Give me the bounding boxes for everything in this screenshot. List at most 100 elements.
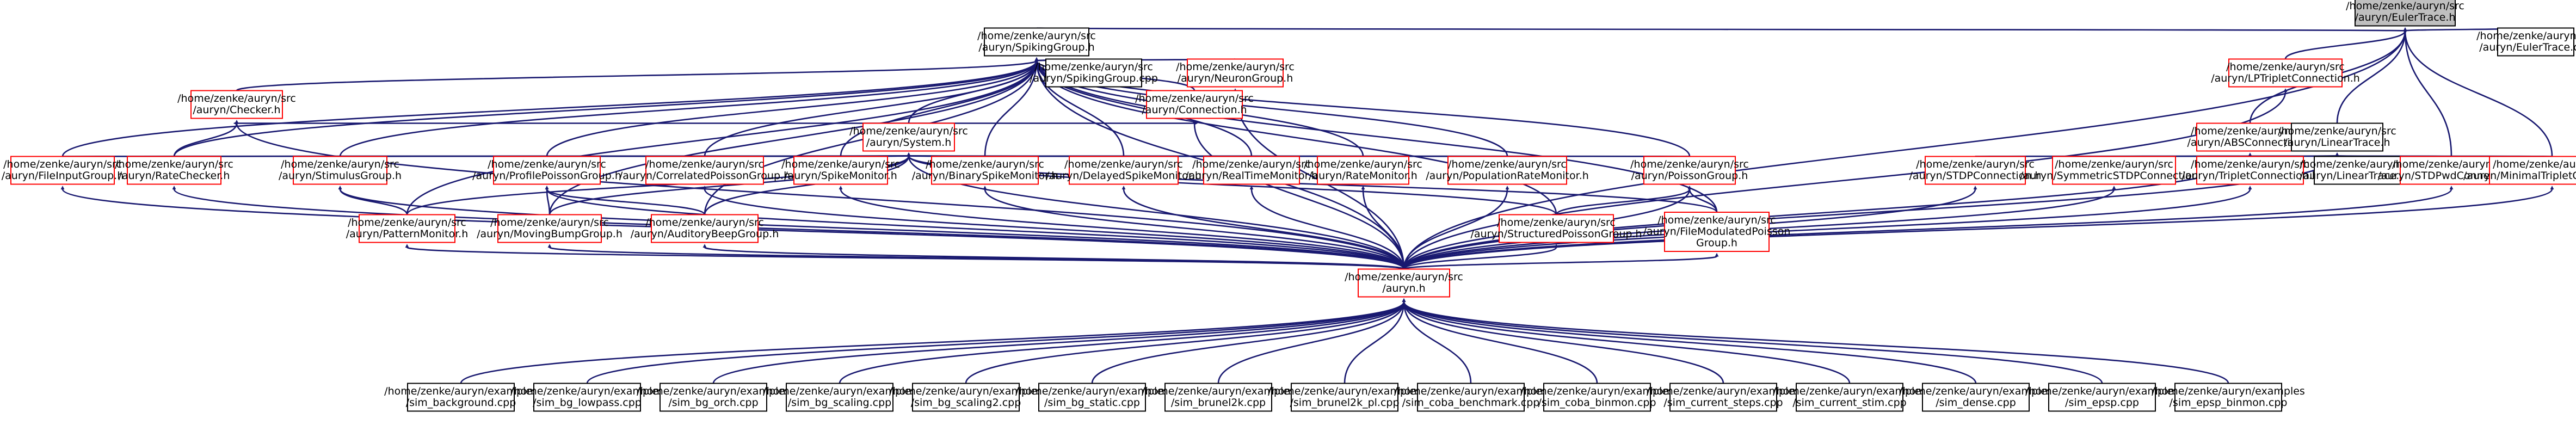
node-label-line: /sim_bg_lowpass.cpp [533, 397, 642, 409]
node-label-line: /home/zenke/auryn/src [2191, 158, 2309, 170]
node-label-line: /sim_dense.cpp [1936, 397, 2016, 409]
edge-n_root-to-n_lptriplet_h [2284, 27, 2407, 60]
edge-n_stimulus_h-to-n_pattern_h [338, 186, 408, 215]
node-layer: /home/zenke/auryn/src/auryn/EulerTrace.h… [2, 0, 2576, 412]
node-n_neurongroup_h[interactable]: /home/zenke/auryn/src/auryn/NeuronGroup.… [1176, 58, 1295, 88]
edge-n_auryn_h-to-n_ex_coba_binmon [1402, 298, 1598, 384]
node-n_checker_h[interactable]: /home/zenke/auryn/src/auryn/Checker.h [177, 90, 296, 119]
node-n_filemodpoisson_h[interactable]: /home/zenke/auryn/src/auryn/FileModulate… [1643, 212, 1791, 252]
node-label-line: /home/zenke/auryn/examples [637, 385, 790, 397]
edge-n_ratechecker_h-to-n_auryn_h [172, 186, 1405, 269]
node-n_abs_h[interactable]: /home/zenke/auryn/src/auryn/ABSConnectio… [2187, 122, 2313, 152]
node-label-line: /home/zenke/auryn/src [645, 217, 764, 229]
node-n_ex_bg_lowpass[interactable]: /home/zenke/auryn/examples/sim_bg_lowpas… [510, 383, 664, 412]
node-n_ex_bg_scaling2[interactable]: /home/zenke/auryn/examples/sim_bg_scalin… [889, 383, 1043, 412]
node-n_realtime_h[interactable]: /home/zenke/auryn/src/auryn/RealTimeMoni… [1185, 156, 1318, 185]
node-label-line: /home/zenke/auryn/src [490, 217, 609, 229]
node-n_eulertrace_cpp[interactable]: /home/zenke/auryn/src/auryn/EulerTrace.c… [2476, 27, 2576, 57]
node-n_ex_bg_orch[interactable]: /home/zenke/auryn/examples/sim_bg_orch.c… [637, 383, 790, 412]
node-n_pattern_h[interactable]: /home/zenke/auryn/src/auryn/PatternMonit… [346, 214, 469, 243]
node-label-line: /home/zenke/auryn/src [849, 125, 968, 137]
node-n_lptriplet_h[interactable]: /home/zenke/auryn/src/auryn/LPTripletCon… [2211, 58, 2360, 88]
node-n_ex_current_steps[interactable]: /home/zenke/auryn/examples/sim_current_s… [1647, 383, 1800, 412]
node-label-line: /home/zenke/auryn/src [281, 158, 399, 170]
node-box [1038, 383, 1146, 412]
edge-n_binaryspike_h-to-n_auryn_h [983, 186, 1405, 269]
node-label-line: /auryn/CorrelatedPoissonGroup.h [619, 170, 790, 182]
edge-n_auryn_h-to-n_ex_bg_lowpass [586, 298, 1406, 384]
node-n_ex_brunel2k_pl[interactable]: /home/zenke/auryn/examples/sim_brunel2k_… [1268, 383, 1421, 412]
node-label-line: /auryn/System.h [866, 137, 952, 149]
node-n_ex_epsp_binmon[interactable]: /home/zenke/auryn/examples/sim_epsp_binm… [2152, 383, 2305, 412]
node-n_connection_h[interactable]: /home/zenke/auryn/src/auryn/Connection.h [1135, 90, 1254, 119]
node-label-line: /home/zenke/auryn/src [2055, 158, 2173, 170]
node-n_system_h[interactable]: /home/zenke/auryn/src/auryn/System.h [849, 122, 968, 152]
node-label-line: /home/zenke/auryn/src [1497, 217, 1616, 229]
edge-n_delayedspike_h-to-n_auryn_h [1121, 186, 1405, 269]
edge-n_auryn_h-to-n_ex_background [460, 298, 1406, 384]
node-n_auditorybeep_h[interactable]: /home/zenke/auryn/src/auryn/AuditoryBeep… [631, 214, 779, 243]
node-n_ratechecker_h[interactable]: /home/zenke/auryn/src/auryn/RateChecker.… [115, 156, 233, 185]
node-label-line: /home/zenke/auryn/src [926, 158, 1044, 170]
node-box [862, 122, 955, 152]
node-n_ex_epsp[interactable]: /home/zenke/auryn/examples/sim_epsp.cpp [2025, 383, 2179, 412]
edge-n_auryn_h-to-n_ex_bg_static [1091, 298, 1406, 384]
node-n_lineartrace_h[interactable]: /home/zenke/auryn/src/auryn/LinearTrace.… [2278, 122, 2396, 152]
node-n_ratemonitor_h[interactable]: /home/zenke/auryn/src/auryn/RateMonitor.… [1304, 156, 1422, 185]
node-box [1664, 212, 1770, 252]
node-box [2228, 58, 2343, 88]
node-label-line: /sim_bg_static.cpp [1044, 397, 1140, 409]
node-n_mintriplet_h[interactable]: /home/zenke/auryn/src/auryn/MinimalTripl… [2463, 156, 2576, 185]
node-n_ex_coba_benchmark[interactable]: /home/zenke/auryn/examples/sim_coba_benc… [1394, 383, 1548, 412]
node-n_stimulus_h[interactable]: /home/zenke/auryn/src/auryn/StimulusGrou… [279, 156, 402, 185]
node-label-line: /sim_bg_scaling2.cpp [911, 397, 1021, 409]
node-box [2196, 156, 2304, 185]
node-n_spikemonitor_h[interactable]: /home/zenke/auryn/src/auryn/SpikeMonitor… [781, 156, 900, 185]
node-box [1499, 214, 1614, 243]
edge-n_root-to-n_lineartrace_h [2336, 27, 2407, 124]
node-box [2196, 122, 2304, 152]
node-n_ex_brunel2k[interactable]: /home/zenke/auryn/examples/sim_brunel2k.… [1142, 383, 1295, 412]
edge-n_poissongroup_h-to-n_structpoisson_h [1555, 186, 1692, 215]
node-n_ex_bg_scaling[interactable]: /home/zenke/auryn/examples/sim_bg_scalin… [763, 383, 916, 412]
node-label-line: /sim_brunel2k_pl.cpp [1290, 397, 1399, 409]
node-label-line: /home/zenke/auryn/src [2346, 0, 2464, 12]
node-n_ex_coba_binmon[interactable]: /home/zenke/auryn/examples/sim_coba_binm… [1520, 383, 1674, 412]
node-n_ex_current_stim[interactable]: /home/zenke/auryn/examples/sim_current_s… [1773, 383, 1926, 412]
node-label-line: /auryn/StimulusGroup.h [279, 170, 402, 182]
node-box [1669, 383, 1777, 412]
node-n_lineartrace_cpp[interactable]: /home/zenke/auryn/src/auryn/LinearTrace.… [2300, 156, 2418, 185]
node-label-line: /home/zenke/auryn/examples [1647, 385, 1800, 397]
node-n_spikinggroup_h[interactable]: /home/zenke/auryn/src/auryn/SpikingGroup… [977, 27, 1096, 57]
node-n_triplet_h[interactable]: /home/zenke/auryn/src/auryn/TripletConne… [2181, 156, 2319, 185]
node-n_stdpconn_h[interactable]: /home/zenke/auryn/src/auryn/STDPConnecti… [1909, 156, 2042, 185]
node-n_movingbump_h[interactable]: /home/zenke/auryn/src/auryn/MovingBumpGr… [477, 214, 623, 243]
node-n_popratemonitor_h[interactable]: /home/zenke/auryn/src/auryn/PopulationRa… [1426, 156, 1589, 185]
node-n_fileinput_h[interactable]: /home/zenke/auryn/src/auryn/FileInputGro… [2, 156, 124, 185]
node-label-line: /auryn/SpikingGroup.cpp [1030, 72, 1158, 84]
node-n_ex_bg_static[interactable]: /home/zenke/auryn/examples/sim_bg_static… [1015, 383, 1169, 412]
edge-n_auryn_h-to-n_ex_epsp_binmon [1402, 298, 2229, 384]
node-n_profilepoisson_h[interactable]: /home/zenke/auryn/src/auryn/ProfilePoiss… [472, 156, 621, 185]
node-n_delayedspike_h[interactable]: /home/zenke/auryn/src/auryn/DelayedSpike… [1046, 156, 1201, 185]
node-n_symstdp_h[interactable]: /home/zenke/auryn/src/auryn/SymmetricSTD… [2020, 156, 2208, 185]
node-n_poissongroup_h[interactable]: /home/zenke/auryn/src/auryn/PoissonGroup… [1630, 156, 1749, 185]
node-n_root[interactable]: /home/zenke/auryn/src/auryn/EulerTrace.h [2346, 0, 2464, 27]
edge-n_spikinggroup_h-to-n_pattern_h [406, 57, 1039, 215]
node-n_auryn_h[interactable]: /home/zenke/auryn/src/auryn.h [1345, 268, 1463, 298]
node-label-line: /sim_background.cpp [406, 397, 516, 409]
node-label-line: /auryn/SpikeMonitor.h [784, 170, 897, 182]
node-n_ex_background[interactable]: /home/zenke/auryn/examples/sim_backgroun… [384, 383, 538, 412]
edge-n_triplet_h-to-n_auryn_h [1403, 186, 2252, 269]
node-n_stdpwd_h[interactable]: /home/zenke/auryn/src/auryn/STDPwdConnec… [2378, 156, 2525, 185]
node-n_ex_dense[interactable]: /home/zenke/auryn/examples/sim_dense.cpp [1899, 383, 2053, 412]
node-label-line: /home/zenke/auryn/src [2278, 125, 2396, 137]
node-n_spikinggroup_cpp[interactable]: /home/zenke/auryn/src/auryn/SpikingGroup… [1030, 58, 1158, 88]
node-n_binaryspike_h[interactable]: /home/zenke/auryn/src/auryn/BinarySpikeM… [912, 156, 1058, 185]
edge-n_spikinggroup_h-to-n_profilepoisson_h [546, 57, 1039, 157]
node-box [912, 383, 1020, 412]
node-n_correlatedpoisson_h[interactable]: /home/zenke/auryn/src/auryn/CorrelatedPo… [619, 156, 790, 185]
node-label-line: /home/zenke/auryn/examples [1773, 385, 1926, 397]
node-n_structpoisson_h[interactable]: /home/zenke/auryn/src/auryn/StructuredPo… [1470, 214, 1642, 243]
